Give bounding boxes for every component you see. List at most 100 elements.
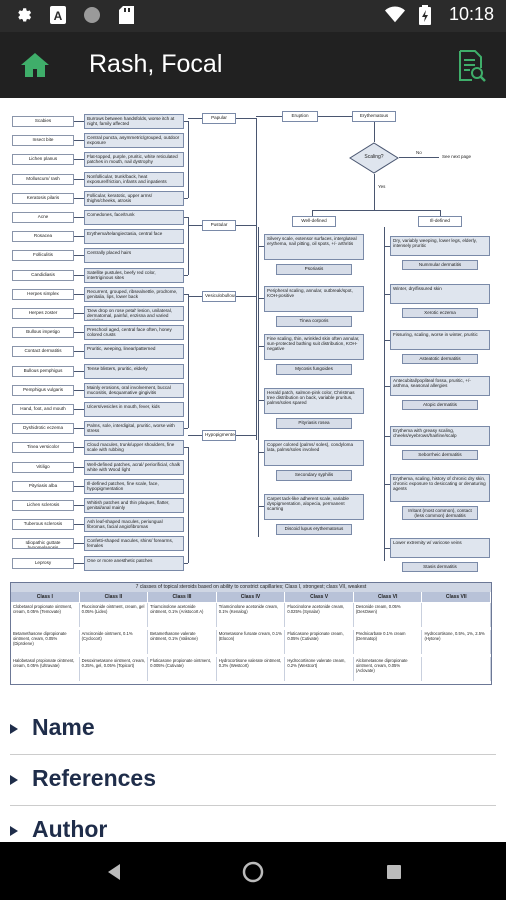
disease-description: 'Dew drop on rose petal' lesion, unilate… xyxy=(84,306,184,321)
table-cell: Prednicarbate 0.1% cream (Dermatop) xyxy=(354,630,423,654)
disease-description: Erythema/telangiectasia, central face xyxy=(84,229,184,245)
home-circle-icon[interactable] xyxy=(241,860,265,884)
group-label: Papular xyxy=(202,113,236,124)
disease-label: Pemphigus vulgaris xyxy=(12,384,74,396)
disease-label: Bullous impetigo xyxy=(12,327,74,339)
table-header-cell: Class IV xyxy=(217,592,286,602)
connector xyxy=(74,197,84,199)
disease-label: Folliculitis xyxy=(12,250,74,262)
table-header-cell: Class VI xyxy=(354,592,423,602)
criteria-box: Fissuring, scaling, worse in winter, pru… xyxy=(390,330,490,350)
gear-icon xyxy=(14,5,34,25)
disease-description: Comedones, face/trunk xyxy=(84,210,184,225)
diagnosis-box: Discoid lupus erythematosus xyxy=(276,524,352,535)
table-cell: Clobetasol propionate ointment, cream, 0… xyxy=(11,603,80,627)
diagnosis-box: Xerotic eczema xyxy=(402,308,478,318)
connector xyxy=(74,178,84,180)
disease-label: Herpes zoster xyxy=(12,308,74,319)
table-cell: Amcinonide ointment, 0.1% (Cyclocort) xyxy=(80,630,149,654)
connector xyxy=(74,121,84,122)
connector xyxy=(384,436,390,437)
table-cell: Betamethasone dipropionate ointment, cre… xyxy=(11,630,80,654)
connector xyxy=(74,370,84,372)
group-label: Hypopigmented xyxy=(202,430,236,441)
spine-link xyxy=(236,225,256,226)
bracket-line xyxy=(184,428,188,430)
connector xyxy=(74,313,84,314)
table-row: Clobetasol propionate ointment, cream, 0… xyxy=(11,603,492,627)
diagnosis-box: Irritant (most common), contact (less co… xyxy=(402,506,478,520)
diagnosis-box: Stasis dermatitis xyxy=(402,562,478,572)
ill-defined-node: Ill-defined xyxy=(418,216,462,227)
section-name[interactable]: Name xyxy=(10,710,496,755)
see-next-page-link[interactable]: See next page xyxy=(442,154,472,159)
document-search-icon[interactable] xyxy=(458,50,486,82)
connector xyxy=(384,386,390,387)
android-a-icon: A xyxy=(48,5,68,25)
disease-description: Ash leaf-shaped macules, periungual fibr… xyxy=(84,517,184,533)
connector xyxy=(74,562,84,564)
criteria-box: Peripheral scaling, annular, outbreak/sp… xyxy=(264,286,364,312)
group-label: Vesiculobullous xyxy=(202,291,236,302)
spine-line xyxy=(256,118,257,440)
table-cell: Halobetasol propionate ointment, cream, … xyxy=(11,657,80,681)
table-cell: Desonide cream, 0.05% (DesOwen) xyxy=(354,603,423,627)
disease-description: Flat-topped, purple, pruritic, white ret… xyxy=(84,152,184,168)
disease-description: One or more anesthetic patches xyxy=(84,555,184,571)
connector xyxy=(374,122,375,142)
disease-label: Insect bite xyxy=(12,135,74,147)
section-references[interactable]: References xyxy=(10,761,496,806)
disease-description: Nonfollicular, trunk/back, heat exposure… xyxy=(84,171,184,187)
bracket-line xyxy=(184,562,188,564)
connector xyxy=(384,484,390,485)
disease-description: Recurrent, grouped, ribsealnettle, prodr… xyxy=(84,286,184,302)
table-row: Betamethasone dipropionate ointment, cre… xyxy=(11,630,492,654)
expand-triangle-icon xyxy=(10,826,18,836)
table-cell: Hydrocortisone, 0.5%, 1%, 2.5% (Hytone) xyxy=(422,630,492,654)
section-author[interactable]: Author xyxy=(10,812,496,852)
disease-label: Molluscum/ rash xyxy=(12,173,74,185)
table-header-cell: Class VII xyxy=(422,592,492,602)
diagnosis-box: Seborrheic dermatitis xyxy=(402,450,478,460)
section-label: Author xyxy=(32,816,108,842)
scaling-decision xyxy=(349,142,399,174)
home-icon[interactable] xyxy=(20,51,50,79)
connector xyxy=(258,346,264,347)
back-icon[interactable] xyxy=(102,860,126,884)
bracket-line xyxy=(188,121,189,198)
connector xyxy=(74,466,84,468)
svg-text:A: A xyxy=(54,9,63,23)
connector xyxy=(74,293,84,295)
diagnosis-box: Mycosis fungoides xyxy=(276,364,352,375)
page-title: Rash, Focal xyxy=(89,50,223,78)
table-cell: Fluticasone propionate cream, 0.05% (Cut… xyxy=(285,630,354,654)
connector xyxy=(74,236,84,238)
table-cell: Hydrocortisone valerate ointment, 0.2% (… xyxy=(217,657,286,681)
connector xyxy=(258,400,264,401)
table-header-cell: Class V xyxy=(285,592,354,602)
disease-label: Tuberous sclerosis xyxy=(12,519,74,531)
connector xyxy=(74,274,84,276)
recents-icon[interactable] xyxy=(382,860,406,884)
table-cell: Hydrocortisone valerate cream, 0.2% (Wes… xyxy=(285,657,354,681)
criteria-box: Silvery scale, extensor surfaces, interg… xyxy=(264,234,364,260)
bracket-line xyxy=(184,197,188,199)
connector xyxy=(74,351,84,353)
bracket-line xyxy=(184,217,188,218)
disease-label: Scabies xyxy=(12,116,74,127)
connector xyxy=(74,505,84,506)
connector xyxy=(74,447,84,449)
connector xyxy=(384,227,385,561)
disease-description: Well-defined patches, acral/ periorifici… xyxy=(84,459,184,475)
connector xyxy=(74,485,84,487)
disease-description: Centrally placed hairs xyxy=(84,248,184,264)
connector xyxy=(318,116,352,117)
disease-label: Herpes simplex xyxy=(12,288,74,300)
disease-label: Lichen sclerosis xyxy=(12,500,74,511)
connector xyxy=(74,409,84,410)
bracket-line xyxy=(184,121,188,122)
disease-label: Acne xyxy=(12,212,74,223)
disease-label: Hand, foot, and mouth xyxy=(12,404,74,415)
bracket-line xyxy=(188,293,189,429)
